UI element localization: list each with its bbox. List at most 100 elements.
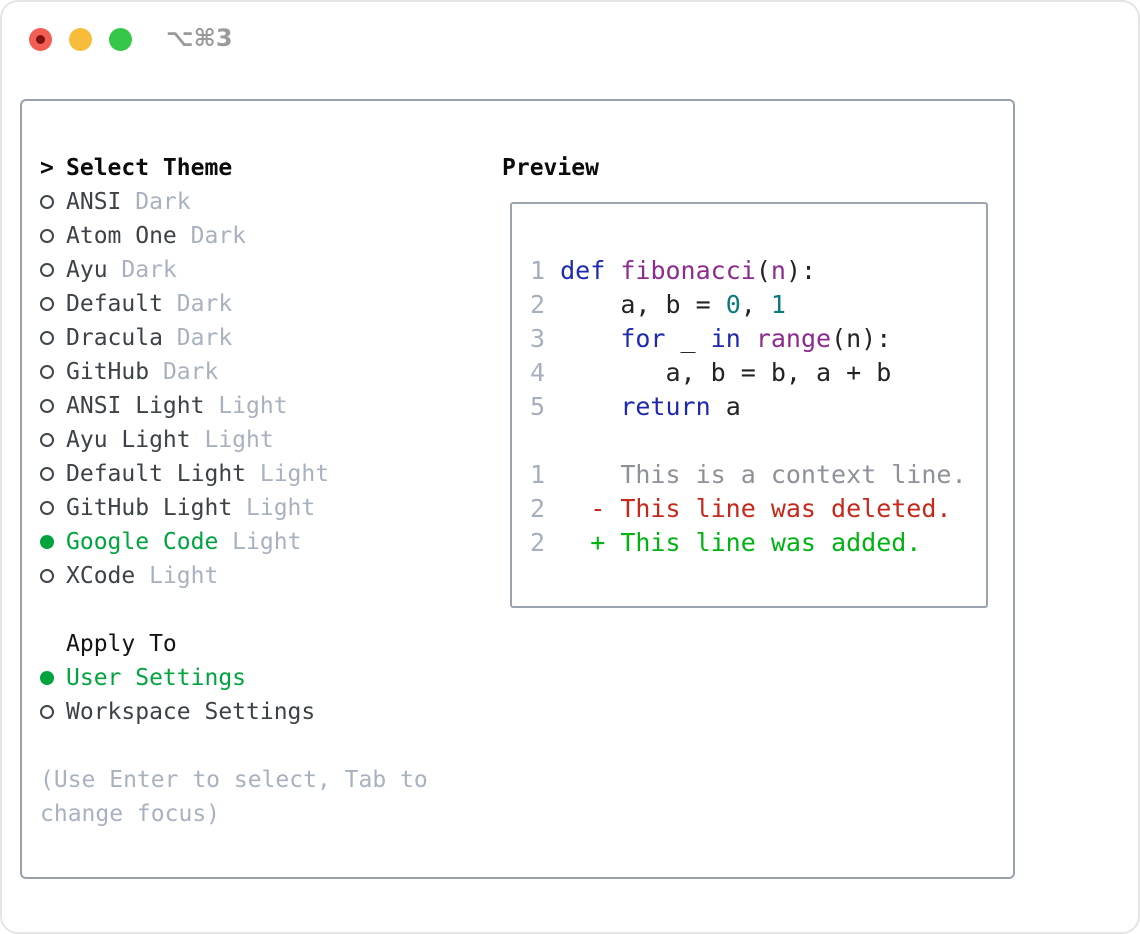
section-gap	[40, 729, 428, 763]
window-title-shortcut: ⌥⌘3	[166, 24, 233, 52]
line-number: 3	[530, 324, 546, 353]
code-token: 1	[770, 290, 786, 319]
option-label: Ayu	[66, 257, 108, 283]
theme-option-google-code[interactable]: Google Code Light	[40, 525, 428, 559]
option-label: Default Light	[66, 461, 247, 487]
preview-line: 2 + This line was added.	[530, 526, 986, 560]
theme-option-github-light[interactable]: GitHub Light Light	[40, 491, 428, 525]
preview-line: 2 a, b = 0, 1	[530, 288, 986, 322]
hint-line: change focus)	[40, 801, 221, 827]
code-token: range	[755, 324, 832, 353]
theme-option-ansi-light[interactable]: ANSI Light Light	[40, 389, 428, 423]
radio-icon	[40, 263, 66, 277]
close-button[interactable]	[29, 28, 52, 51]
option-label: User Settings	[66, 665, 247, 691]
code-token: return	[620, 392, 711, 421]
radio-icon	[40, 501, 66, 515]
prompt-cursor-icon: >	[40, 155, 54, 181]
apply-option-workspace-settings[interactable]: Workspace Settings	[40, 695, 428, 729]
theme-option-default-light[interactable]: Default Light Light	[40, 457, 428, 491]
zoom-button[interactable]	[109, 28, 132, 51]
line-number: 1	[530, 460, 546, 489]
option-variant-tag: Light	[232, 495, 316, 521]
line-number: 4	[530, 358, 546, 387]
theme-option-ayu-light[interactable]: Ayu Light Light	[40, 423, 428, 457]
code-token: ,	[740, 290, 771, 319]
preview-line: 1 def fibonacci(n):	[530, 254, 986, 288]
code-token: fibonacci	[620, 256, 756, 285]
option-variant-tag: Dark	[121, 189, 191, 215]
theme-option-atom-one[interactable]: Atom One Dark	[40, 219, 428, 253]
option-label: Default	[66, 291, 163, 317]
code-token	[545, 324, 620, 353]
minimize-button[interactable]	[69, 28, 92, 51]
radio-icon	[40, 297, 66, 311]
code-token: ):	[785, 256, 817, 285]
code-token: - This line was deleted.	[545, 494, 952, 523]
radio-icon	[40, 569, 66, 583]
option-variant-tag: Light	[218, 529, 302, 555]
option-label: ANSI Light	[66, 393, 205, 419]
preview-line	[530, 220, 986, 254]
radio-icon	[40, 365, 66, 379]
select-theme-header: > Select Theme	[40, 151, 428, 185]
code-token: This is a context line.	[545, 460, 967, 489]
option-label: XCode	[66, 563, 136, 589]
theme-option-ayu[interactable]: Ayu Dark	[40, 253, 428, 287]
code-token: def	[560, 256, 606, 285]
code-token: a	[710, 392, 741, 421]
code-token: _	[665, 324, 711, 353]
code-token: 0	[725, 290, 741, 319]
radio-icon	[40, 331, 66, 345]
radio-selected-icon	[40, 671, 66, 685]
hint-text: (Use Enter to select, Tab to change focus…	[40, 763, 428, 831]
option-variant-tag: Light	[135, 563, 219, 589]
preview-line: 1 This is a context line.	[530, 458, 986, 492]
select-theme-title: Select Theme	[66, 155, 233, 181]
radio-icon	[40, 195, 66, 209]
code-token	[741, 324, 756, 353]
apply-option-user-settings[interactable]: User Settings	[40, 661, 428, 695]
code-token: for	[620, 324, 666, 353]
preview-header: Preview	[502, 155, 599, 181]
option-label: ANSI	[66, 189, 122, 215]
option-label: Workspace Settings	[66, 699, 316, 725]
radio-icon	[40, 705, 66, 719]
line-number: 2	[530, 494, 546, 523]
code-token	[605, 256, 620, 285]
option-variant-tag: Dark	[162, 325, 233, 351]
code-token	[545, 256, 560, 285]
line-number: 2	[530, 528, 546, 557]
apply-to-title: Apply To	[66, 631, 177, 657]
preview-line: 2 - This line was deleted.	[530, 492, 986, 526]
preview-line: 3 for _ in range(n):	[530, 322, 986, 356]
section-gap	[40, 593, 428, 627]
line-number: 1	[530, 256, 546, 285]
option-label: Atom One	[66, 223, 177, 249]
option-variant-tag: Light	[246, 461, 330, 487]
option-variant-tag: Dark	[176, 223, 247, 249]
option-variant-tag: Dark	[162, 291, 233, 317]
theme-option-github[interactable]: GitHub Dark	[40, 355, 428, 389]
radio-icon	[40, 433, 66, 447]
theme-option-ansi[interactable]: ANSI Dark	[40, 185, 428, 219]
code-token: in	[710, 324, 741, 353]
hint-line: (Use Enter to select, Tab to	[40, 767, 428, 793]
theme-option-default[interactable]: Default Dark	[40, 287, 428, 321]
radio-selected-icon	[40, 535, 66, 549]
option-variant-tag: Light	[204, 393, 288, 419]
preview-line	[530, 424, 986, 458]
option-label: Ayu Light	[66, 427, 191, 453]
option-label: GitHub	[66, 359, 150, 385]
code-token: + This line was added.	[545, 528, 922, 557]
option-variant-tag: Dark	[107, 257, 177, 283]
theme-option-xcode[interactable]: XCode Light	[40, 559, 428, 593]
theme-option-dracula[interactable]: Dracula Dark	[40, 321, 428, 355]
